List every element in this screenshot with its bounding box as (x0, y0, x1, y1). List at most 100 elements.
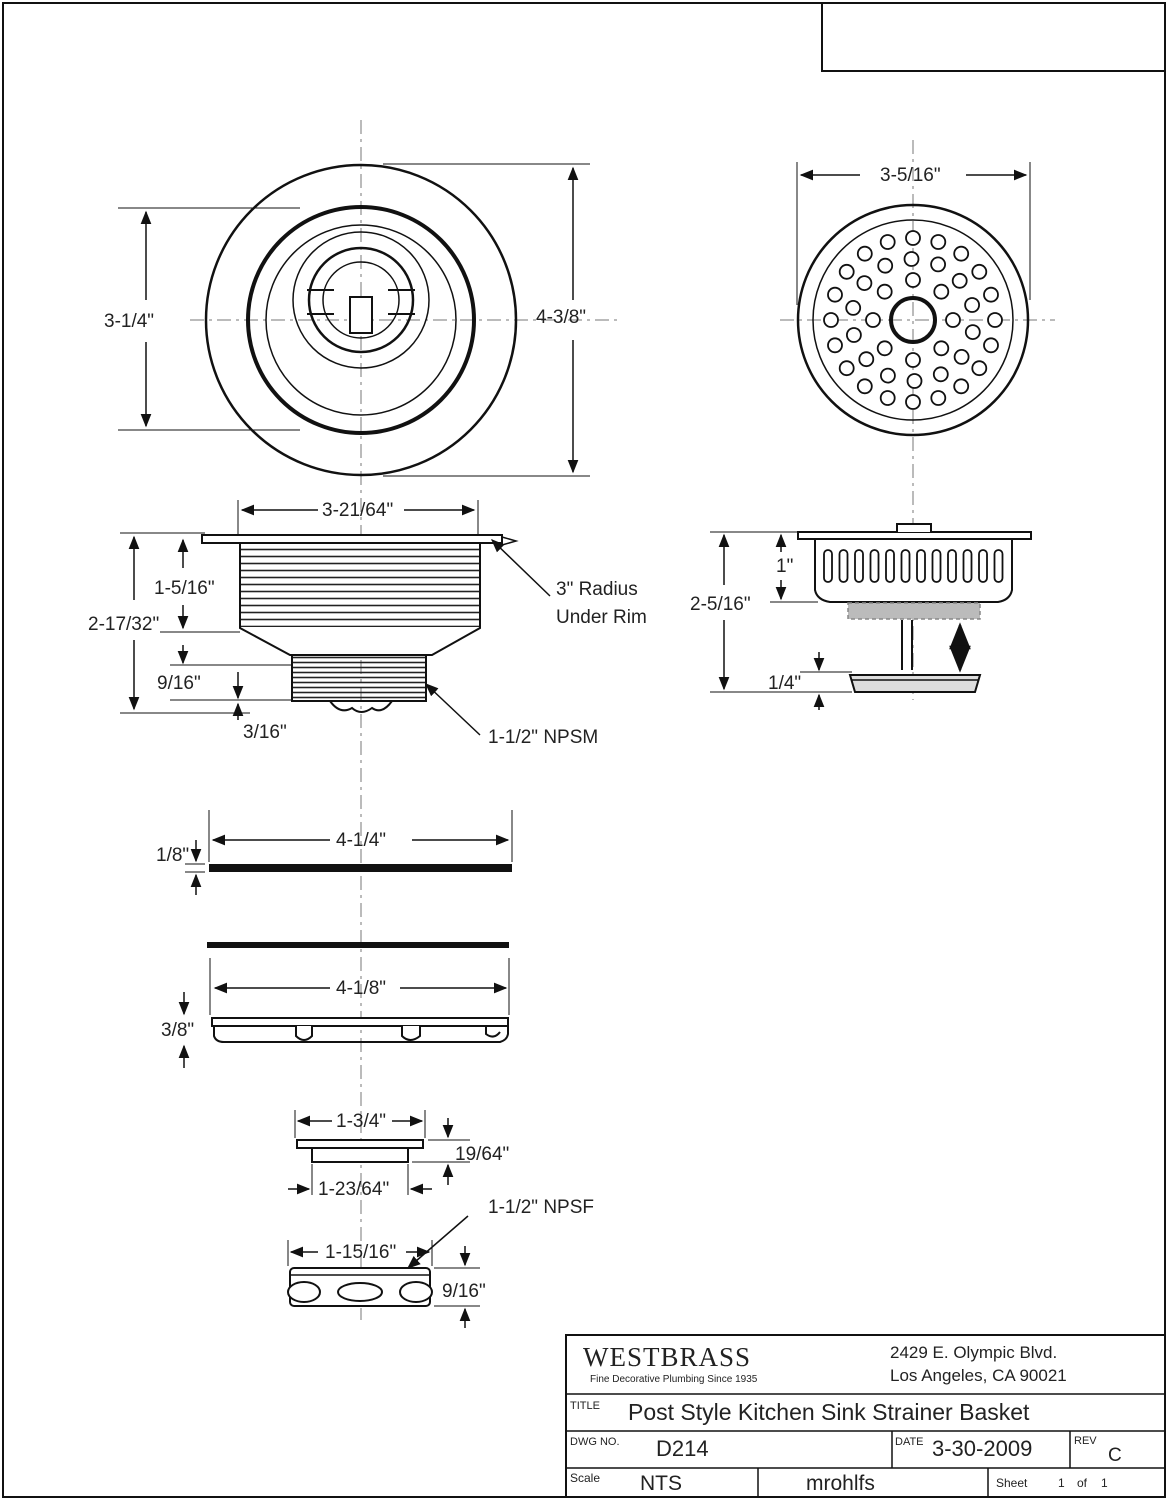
dim-label-3-8: 3/8" (161, 1020, 194, 1041)
perforation-hole (951, 272, 968, 289)
leader-npsm (425, 683, 481, 736)
dim-label-9-16-lock: 9/16" (442, 1281, 486, 1302)
perforation-hole (823, 312, 839, 328)
perforation-hole (876, 340, 893, 357)
perforation-hole (933, 340, 950, 357)
perforation-hole (845, 299, 862, 316)
perforation-hole (879, 390, 896, 406)
dim-label-4-1-8: 4-1/8" (336, 978, 386, 999)
dim-label-1: 1" (776, 556, 793, 577)
sheet-total: 1 (1101, 1476, 1108, 1490)
dim-label-3-1-4: 3-1/4" (104, 311, 154, 332)
perforation-hole (827, 286, 843, 303)
dim-label-3-16: 3/16" (243, 722, 287, 743)
perforation-hole (856, 245, 873, 262)
basket-side-slots (823, 549, 1004, 583)
company-logo: WESTBRASS (583, 1342, 751, 1372)
perforation-hole (930, 390, 947, 406)
title-label: TITLE (570, 1400, 600, 1412)
top-view-strainer (204, 163, 518, 477)
perforation-hole (838, 263, 855, 280)
perforation-hole (877, 257, 894, 274)
perforation-hole (971, 360, 988, 377)
rubber-gasket (185, 810, 513, 873)
basket-slot (869, 549, 880, 583)
basket-slot (916, 549, 926, 583)
dim-label-1-8: 1/8" (156, 845, 189, 866)
perforation-hole (905, 352, 921, 368)
leader-rim-radius (491, 539, 551, 597)
perforation-hole (930, 256, 946, 273)
basket-side-extension-lines (710, 531, 852, 693)
perforation-hole (905, 230, 921, 246)
perforation-hole (903, 251, 920, 267)
perforation-hole (987, 312, 1003, 328)
scale-value: NTS (640, 1472, 682, 1495)
lock-nut (287, 1240, 480, 1307)
drawn-by: mrohlfs (806, 1472, 875, 1495)
dim-label-1-5-16: 1-5/16" (154, 578, 215, 599)
perforation-hole (945, 312, 961, 328)
rev-label: REV (1074, 1435, 1097, 1447)
dim-label-1-3-4: 1-3/4" (336, 1111, 386, 1132)
callout-rim-radius-line1: 3" Radius (556, 579, 638, 600)
sheet-label: Sheet (996, 1476, 1028, 1490)
perforation-hole (879, 234, 896, 250)
date-label: DATE (895, 1436, 924, 1448)
address-line2: Los Angeles, CA 90021 (890, 1366, 1067, 1385)
perforation-hole (827, 337, 843, 354)
fiber-washer (207, 942, 509, 948)
sheet-of-label: of (1077, 1476, 1088, 1490)
basket-slot (838, 549, 849, 583)
dim-label-4-3-8: 4-3/8" (536, 307, 586, 328)
dim-label-3-21-64: 3-21/64" (322, 500, 393, 521)
dwg-number: D214 (656, 1436, 709, 1461)
perforation-hole (905, 272, 921, 288)
basket-slot (931, 549, 942, 583)
perforation-hole (856, 378, 873, 395)
small-nut (294, 1110, 470, 1195)
basket-extension-lines (796, 162, 1031, 305)
basket-slot (900, 549, 911, 583)
basket-slot (823, 549, 833, 583)
basket-slot (993, 549, 1004, 583)
company-tagline: Fine Decorative Plumbing Since 1935 (590, 1374, 758, 1385)
perforation-hole (953, 245, 970, 262)
basket-slot (962, 549, 973, 583)
perforation-hole (846, 327, 862, 343)
perforation-hole (983, 337, 999, 354)
basket-slot (947, 549, 957, 583)
perforation-hole (953, 348, 970, 365)
sheet-number: 1 (1058, 1476, 1065, 1490)
top-view-basket (796, 203, 1030, 437)
basket-slot (854, 549, 864, 583)
cup-washer (209, 958, 510, 1043)
dim-label-9-16: 9/16" (157, 673, 201, 694)
scale-label: Scale (570, 1471, 600, 1485)
perforation-hole (983, 286, 999, 303)
perforation-hole (856, 275, 873, 292)
side-view-basket (797, 523, 1032, 693)
callout-npsm: 1-1/2" NPSM (488, 727, 598, 748)
perforation-hole (953, 378, 970, 395)
perforation-hole (876, 283, 893, 300)
dwg-label: DWG NO. (570, 1436, 620, 1448)
title-block (565, 1334, 1166, 1498)
dim-label-19-64: 19/64" (455, 1144, 509, 1165)
top-view-extension-lines (118, 163, 590, 477)
basket-slot (885, 549, 895, 583)
dim-label-1-15-16: 1-15/16" (325, 1242, 396, 1263)
perforation-hole (933, 283, 950, 300)
callout-rim-radius-line2: Under Rim (556, 607, 647, 628)
dim-label-1-4: 1/4" (768, 673, 801, 694)
drawing-title: Post Style Kitchen Sink Strainer Basket (628, 1399, 1030, 1425)
dim-label-3-5-16: 3-5/16" (880, 165, 941, 186)
perforation-hole (906, 373, 923, 389)
perforation-hole (964, 324, 981, 341)
drawing-date: 3-30-2009 (932, 1436, 1032, 1461)
callout-npsf: 1-1/2" NPSF (488, 1197, 594, 1218)
dim-label-1-23-64: 1-23/64" (318, 1179, 389, 1200)
perforation-hole (858, 351, 875, 368)
perforation-hole (932, 366, 949, 383)
